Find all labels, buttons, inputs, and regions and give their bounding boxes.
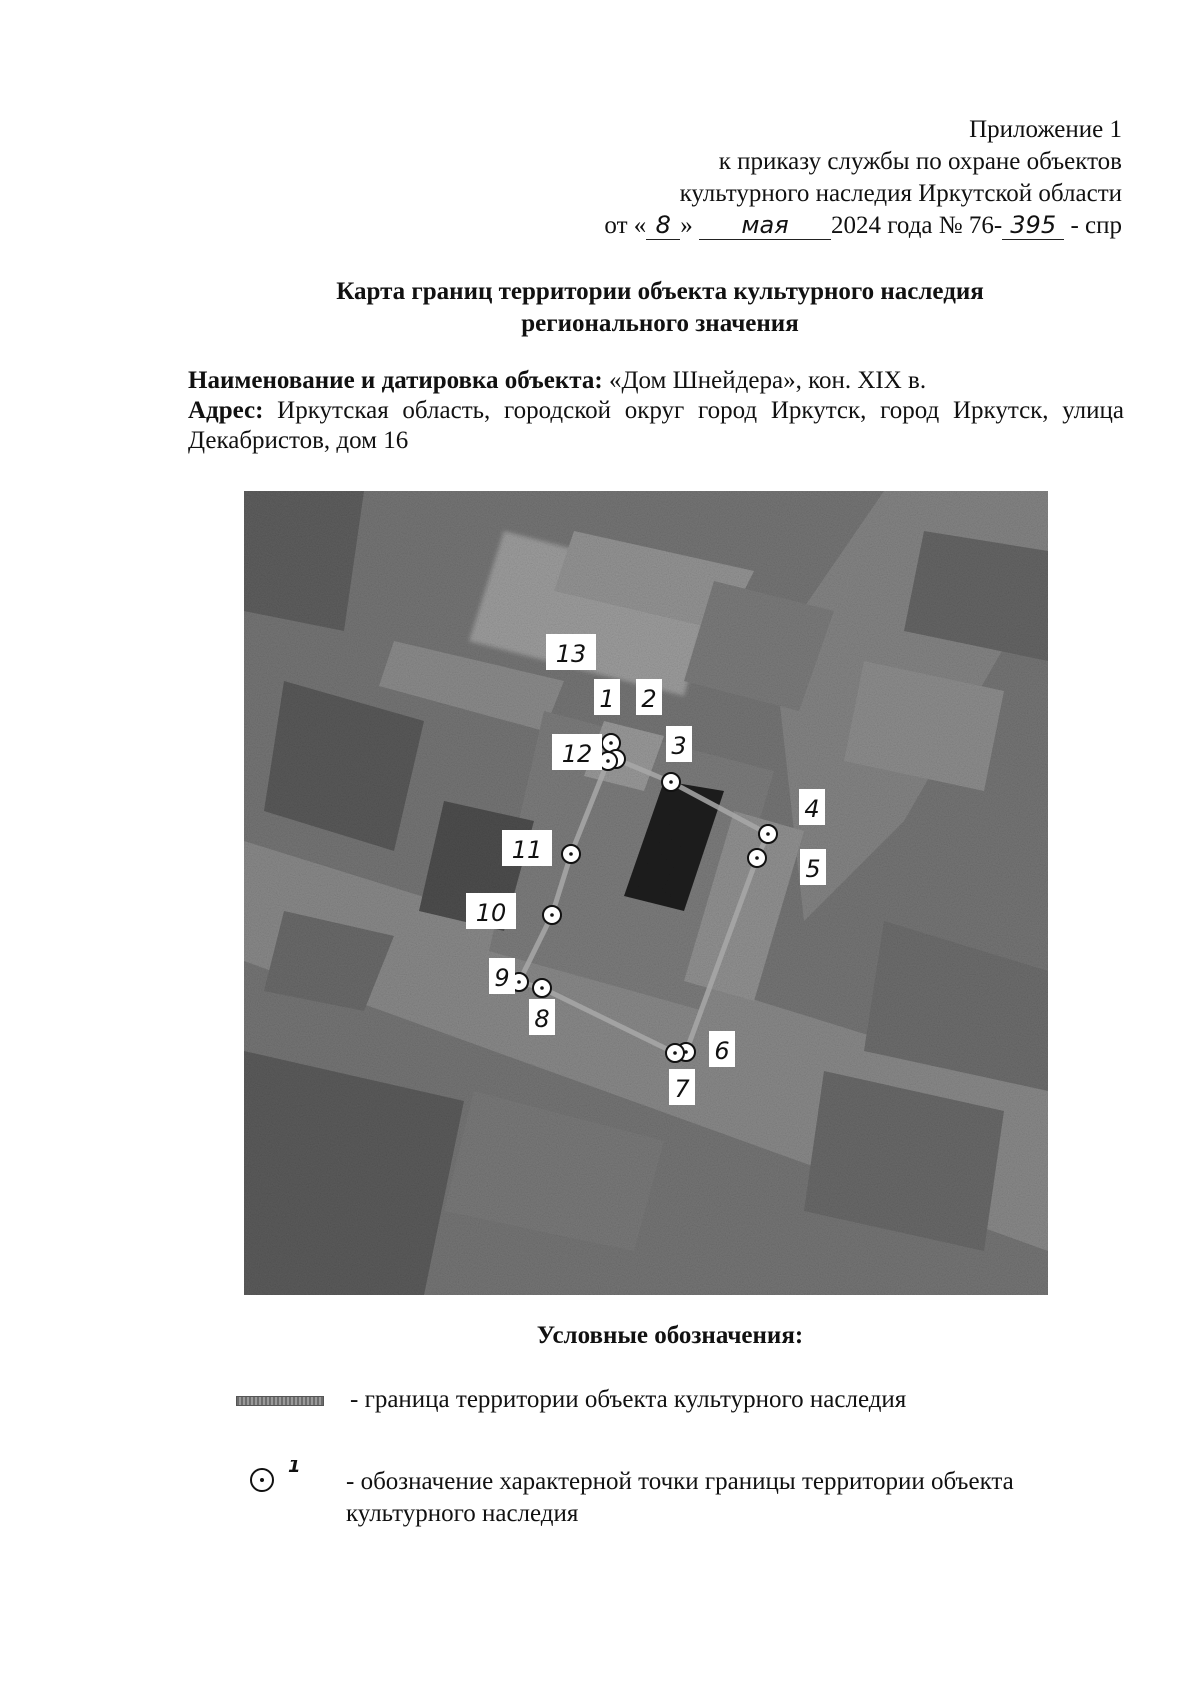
point-label-box — [546, 634, 596, 670]
object-name-label: Наименование и датировка объекта: — [188, 367, 603, 394]
boundary-point-center — [606, 759, 610, 763]
legend-point-text: - обозначение характерной точки границы … — [346, 1468, 1014, 1527]
object-address-value: Иркутская область, городской округ город… — [188, 397, 1125, 454]
boundary-point-center — [517, 980, 521, 984]
date-month: мая — [699, 211, 832, 240]
legend-title: Условные обозначения: — [536, 1322, 804, 1349]
object-name-value: «Дом Шнейдера», кон. XIX в. — [608, 367, 927, 394]
point-label-9: 9 — [494, 964, 509, 992]
boundary-point-center — [550, 913, 554, 917]
appendix-header: Приложение 1 к приказу службы по охране … — [604, 114, 1122, 242]
point-label-box — [489, 958, 515, 994]
point-label-13: 13 — [556, 640, 587, 668]
title-line-1: Карта границ территории объекта культурн… — [336, 278, 984, 305]
legend-boundary-text: - граница территории объекта культурного… — [350, 1386, 907, 1413]
point-label-8: 8 — [534, 1005, 549, 1033]
point-label-11: 11 — [512, 836, 543, 864]
date-prefix: от « — [604, 212, 647, 239]
point-label-box — [669, 1069, 695, 1105]
point-label-box — [552, 734, 602, 770]
point-label-box — [666, 726, 692, 762]
point-label-10: 10 — [476, 899, 507, 927]
appendix-line-1: Приложение 1 — [969, 116, 1122, 143]
boundary-point-center — [669, 780, 673, 784]
date-day: 8 — [646, 211, 681, 240]
point-label-box — [466, 893, 516, 929]
point-symbol-sample: 1 — [250, 1460, 301, 1492]
boundary-point-center — [766, 832, 770, 836]
point-label-6: 6 — [714, 1037, 729, 1065]
appendix-line-3: культурного наследия Иркутской области — [679, 180, 1122, 207]
point-label-box — [594, 679, 620, 715]
document-title: Карта границ территории объекта культурн… — [0, 276, 1200, 340]
point-label-box — [800, 849, 826, 885]
point-label-1: 1 — [599, 685, 614, 713]
point-label-box — [799, 789, 825, 825]
point-label-box — [636, 679, 662, 715]
object-address-label: Адрес: — [188, 397, 264, 424]
date-mid: » — [680, 212, 693, 239]
date-year: 2024 года № 76- — [831, 212, 1003, 239]
boundary-point-center — [684, 1050, 688, 1054]
point-label-5: 5 — [805, 855, 820, 883]
boundary-point-center — [755, 856, 759, 860]
boundary-point-center — [569, 852, 573, 856]
point-label-3: 3 — [671, 732, 686, 760]
title-line-2: регионального значения — [521, 310, 799, 337]
point-label-4: 4 — [804, 795, 819, 823]
object-info: Наименование и датировка объекта: «Дом Ш… — [188, 366, 1124, 456]
point-label-12: 12 — [562, 740, 593, 768]
boundary-point-center — [609, 741, 613, 745]
point-label-box — [529, 999, 555, 1035]
point-symbol-label: 1 — [288, 1460, 301, 1477]
boundary-line-symbol — [236, 1396, 324, 1406]
boundary-point-center — [540, 986, 544, 990]
point-label-box — [709, 1031, 735, 1067]
boundary-point-center — [673, 1051, 677, 1055]
order-suffix: - спр — [1070, 212, 1122, 239]
object-name-row: Наименование и датировка объекта: «Дом Ш… — [188, 366, 1124, 396]
object-address-row: Адрес: Иркутская область, городской окру… — [188, 396, 1124, 456]
appendix-line-2: к приказу службы по охране объектов — [718, 148, 1122, 175]
order-number: 395 — [1002, 211, 1065, 240]
point-label-2: 2 — [641, 685, 656, 713]
point-label-box — [502, 830, 552, 866]
aerial-photo — [244, 491, 1048, 1295]
point-label-7: 7 — [674, 1075, 690, 1103]
